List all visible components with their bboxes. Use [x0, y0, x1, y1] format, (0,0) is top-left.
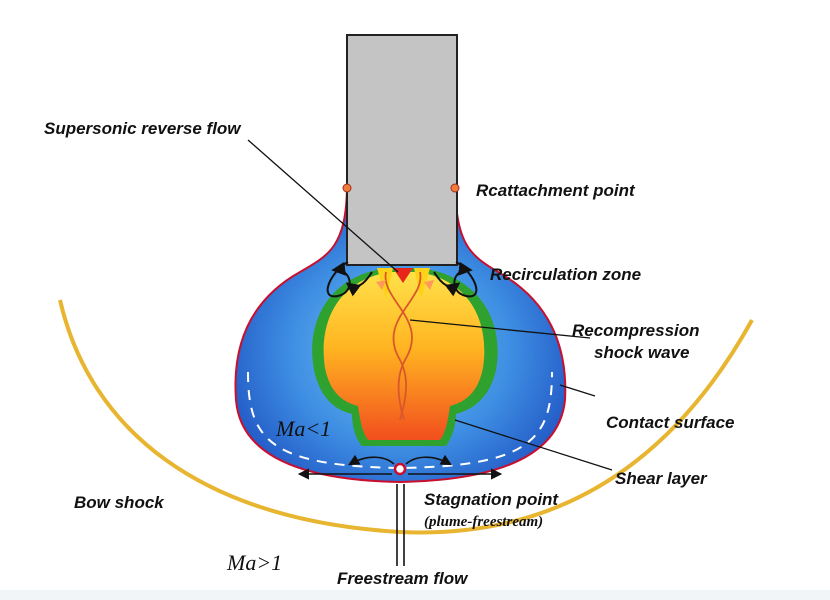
plume-core: [323, 272, 485, 440]
label-recompression-line2: shock wave: [594, 343, 689, 362]
recirculation-swirl-inner-right: [433, 271, 461, 297]
reverse-flow-arrow-right: [424, 280, 434, 290]
label-stagnation-point: Stagnation point: [424, 490, 559, 509]
label-mach-subsonic: Ma<1: [275, 416, 331, 441]
leader-contact-surface: [559, 384, 596, 397]
label-stagnation-sub: (plume-freestream): [424, 514, 543, 530]
leader-shear-layer: [454, 419, 613, 471]
label-mach-supersonic: Ma>1: [226, 550, 282, 575]
nozzle-spike-right: [414, 268, 430, 300]
reattachment-point-right: [450, 183, 460, 193]
recompression-shock-line-right: [392, 271, 422, 421]
label-recirculation-zone: Recirculation zone: [490, 265, 641, 284]
rocket-body: [346, 34, 458, 266]
bottom-strip: [0, 590, 830, 600]
contact-surface-dashed: [247, 371, 553, 470]
label-shear-layer: Shear layer: [615, 469, 708, 488]
recompression-shock-line-left: [384, 271, 413, 421]
label-reattachment-point: Rcattachment point: [476, 181, 636, 200]
label-contact-surface: Contact surface: [606, 413, 734, 432]
bow-shock-curve: [58, 299, 754, 535]
stagnation-point-marker: [393, 462, 407, 476]
recirculation-swirl-left: [326, 261, 351, 298]
label-freestream-flow: Freestream flow: [337, 569, 469, 588]
spread-arrow-up-left: [348, 454, 395, 466]
spread-arrow-up-right: [405, 454, 452, 466]
recirculation-swirl-inner-left: [345, 271, 373, 297]
reattachment-point-left: [342, 183, 352, 193]
leader-recompression: [409, 319, 591, 339]
label-supersonic-reverse-flow: Supersonic reverse flow: [44, 119, 242, 138]
label-recompression-line1: Recompression: [572, 321, 700, 340]
recirculation-swirl-right: [453, 261, 478, 298]
nozzle-spike-left: [377, 268, 393, 300]
label-bow-shock: Bow shock: [74, 493, 165, 512]
reverse-flow-arrow-left: [376, 280, 386, 290]
leader-supersonic-reverse-flow: [247, 139, 399, 273]
